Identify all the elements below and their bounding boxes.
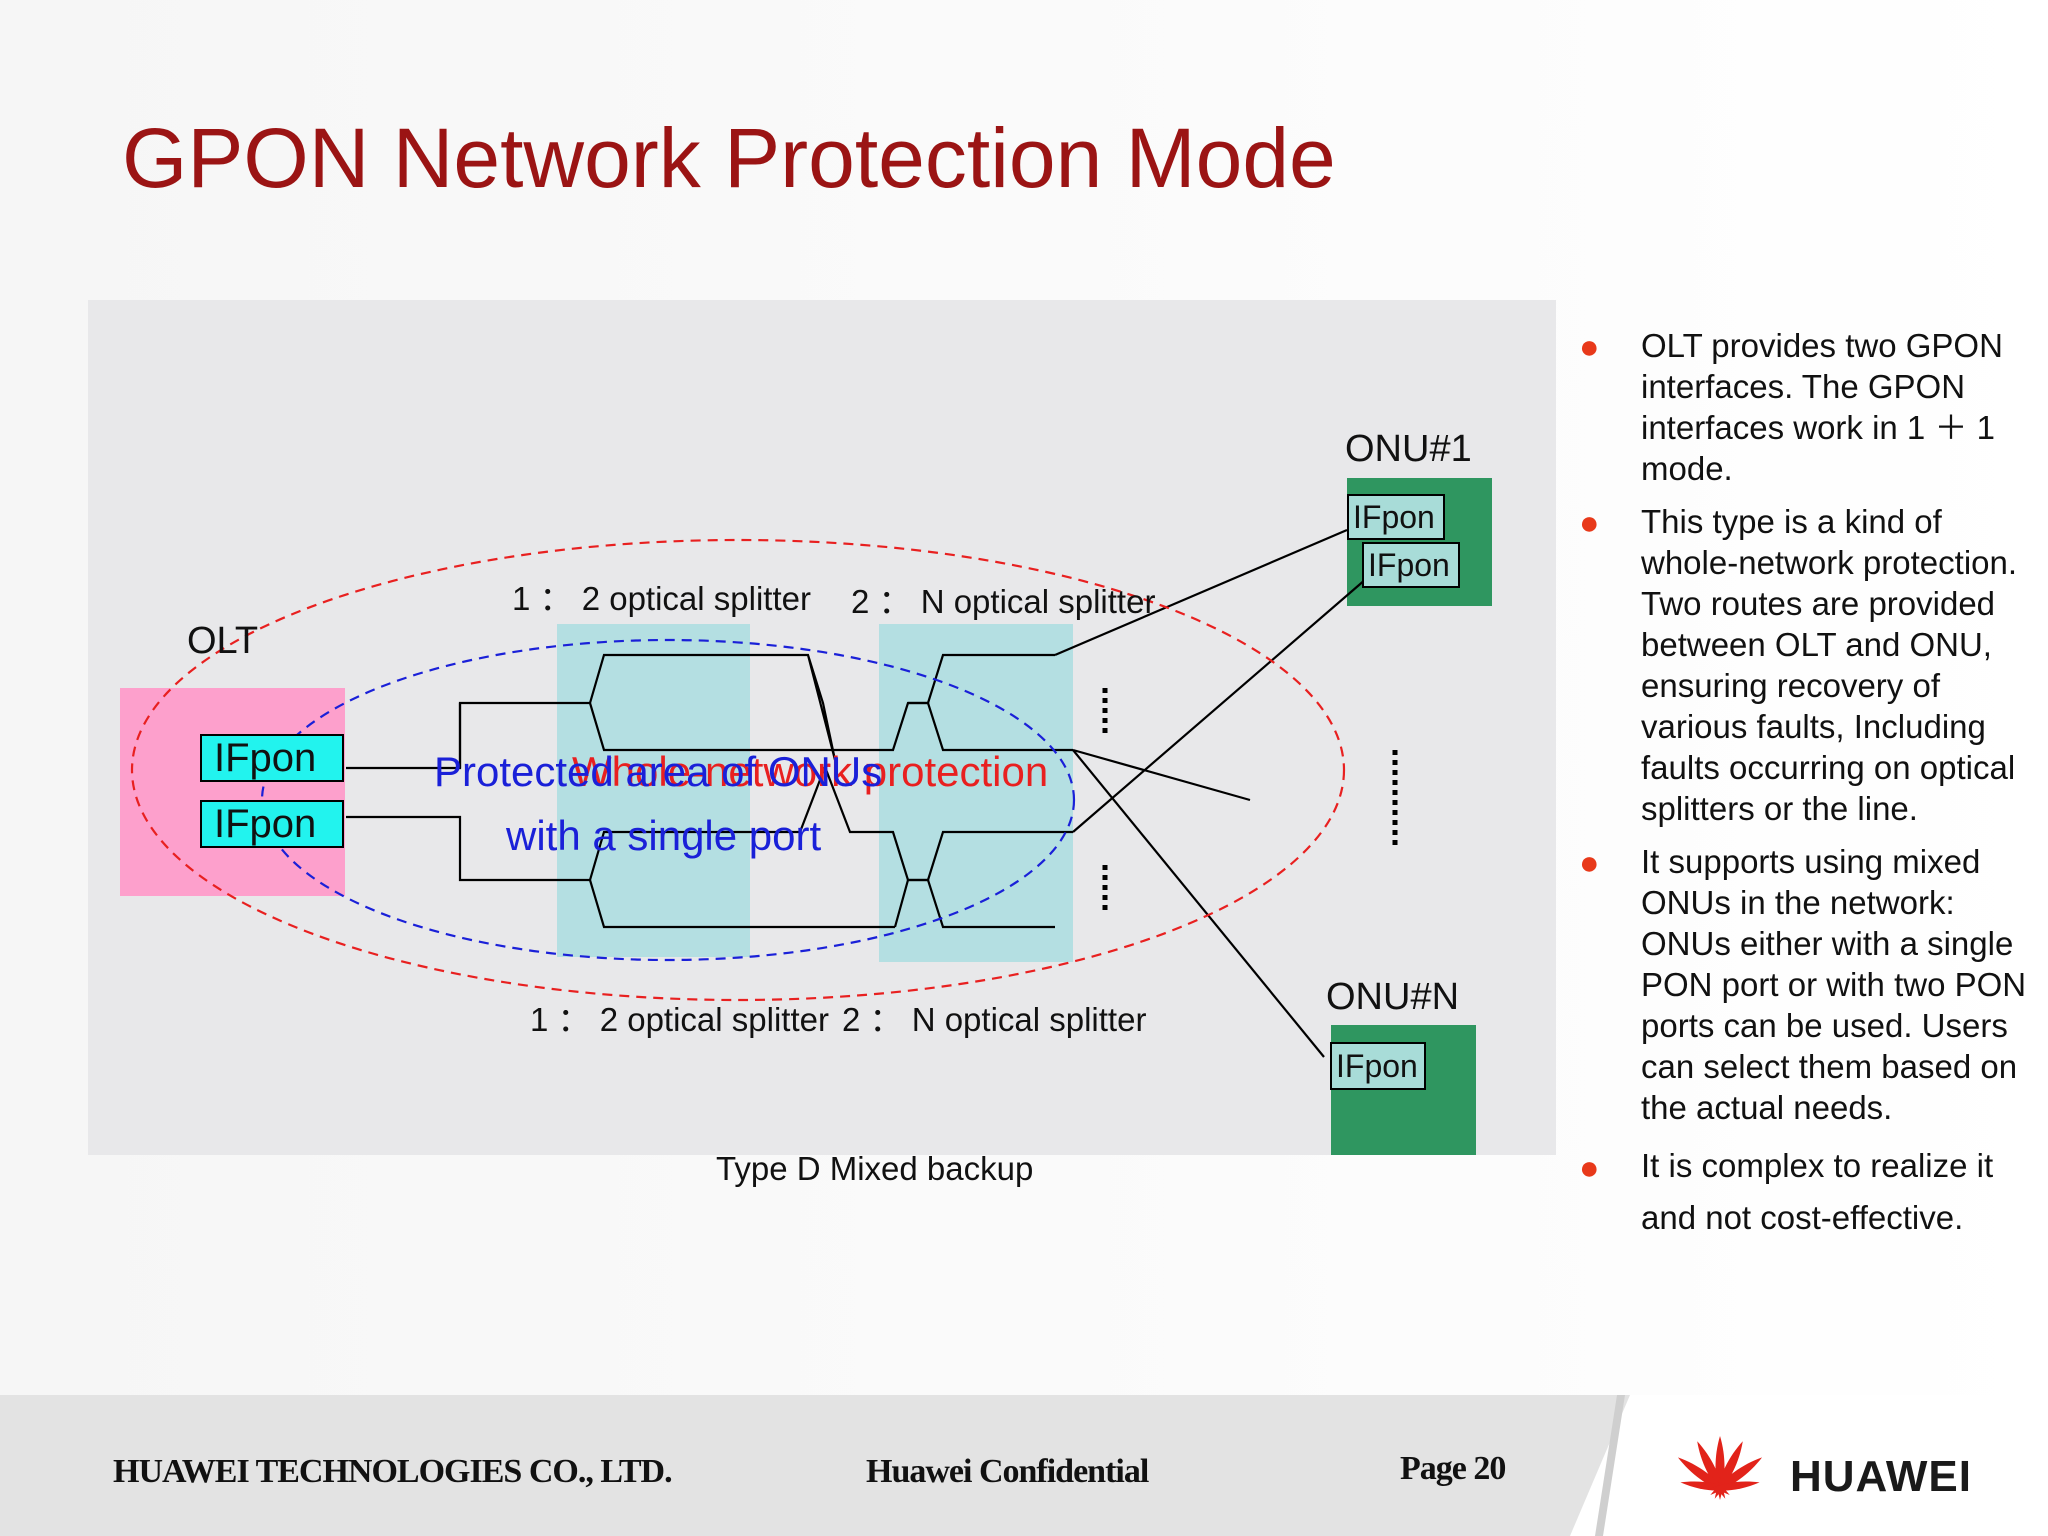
olt-label: OLT	[187, 620, 259, 662]
fiber-lines	[346, 528, 1367, 1058]
bullet-text: It is complex to realize it and not cost…	[1641, 1147, 1994, 1236]
onu1-ifpon-1: IFpon	[1347, 494, 1445, 540]
bullet-text: It supports using mixed ONUs in the netw…	[1641, 843, 2027, 1126]
bullet-dot-icon: ●	[1579, 504, 1600, 542]
footer-company: HUAWEI TECHNOLOGIES CO., LTD.	[113, 1453, 673, 1490]
splitter-bottom-right-label: 2 ： N optical splitter	[842, 1001, 1147, 1038]
onu1-ifpon-2: IFpon	[1362, 542, 1460, 588]
bullet-list: ● OLT provides two GPON interfaces. The …	[1575, 325, 2035, 1256]
splitter-bottom-1x2	[557, 812, 750, 957]
single-port-protected-ellipse	[260, 638, 1076, 962]
footer-logo-text: HUAWEI	[1790, 1452, 1972, 1501]
bullet-item: ● It is complex to realize it and not co…	[1575, 1140, 2035, 1244]
footer-logo-area	[1570, 1395, 2048, 1536]
protected-area-label-line1: Protected area of ONUs	[434, 748, 883, 795]
olt-box	[120, 688, 345, 896]
splitter-top-left-label: 1 ： 2 optical splitter	[512, 580, 811, 617]
bullet-text: OLT provides two GPON interfaces. The GP…	[1641, 327, 2003, 487]
onun-ifpon: IFpon	[1330, 1042, 1426, 1090]
protected-area-label-line2: with a single port	[506, 812, 822, 859]
splitter-bottom-left-label: 1 ： 2 optical splitter	[530, 1001, 829, 1038]
page-title: GPON Network Protection Mode	[122, 111, 1336, 205]
olt-ifpon-1: IFpon	[200, 734, 344, 782]
onun-label: ONU#N	[1326, 976, 1460, 1018]
olt-ifpon-2: IFpon	[200, 800, 344, 848]
bullet-text: This type is a kind of whole-network pro…	[1641, 503, 2018, 827]
onu1-label: ONU#1	[1345, 428, 1472, 470]
bullet-dot-icon: ●	[1579, 844, 1600, 882]
more-ports-markers	[1102, 688, 1398, 912]
footer-confidential: Huawei Confidential	[866, 1453, 1149, 1490]
bullet-dot-icon: ●	[1579, 328, 1600, 366]
footer-page-number: Page 20	[1400, 1450, 1506, 1487]
splitter-top-right-label: 2 ： N optical splitter	[851, 583, 1156, 620]
whole-network-protection-label: Whole-network protection	[572, 748, 1049, 795]
bullet-dot-icon: ●	[1579, 1149, 1600, 1187]
diagram-caption: Type D Mixed backup	[716, 1150, 1034, 1187]
huawei-petal-logo-icon	[1677, 1436, 1763, 1500]
whole-network-protection-ellipse	[130, 538, 1346, 1002]
bullet-item: ● It supports using mixed ONUs in the ne…	[1575, 841, 2035, 1128]
bullet-item: ● OLT provides two GPON interfaces. The …	[1575, 325, 2035, 489]
bullet-item: ● This type is a kind of whole-network p…	[1575, 501, 2035, 829]
splitter-bottom-2xn	[879, 814, 1073, 962]
